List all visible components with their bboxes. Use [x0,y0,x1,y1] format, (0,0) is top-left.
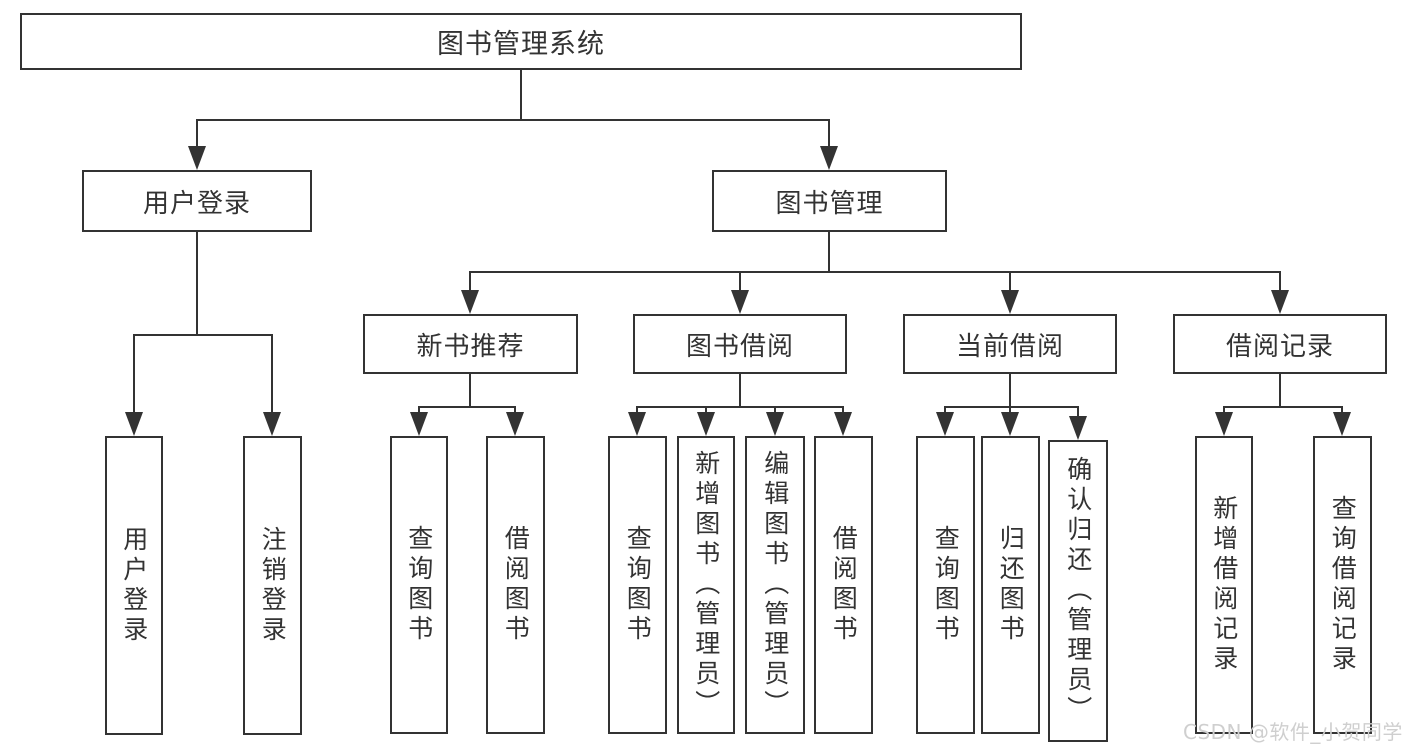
leaf-borrow-books: 借阅图书 [486,436,545,734]
connector-line [1279,271,1281,292]
node-current-borrowing: 当前借阅 [903,314,1117,374]
leaf-add-borrow-record: 新增借阅记录 [1195,436,1253,734]
arrow-down-icon [1069,416,1087,440]
connector-line [520,70,522,121]
arrow-down-icon [125,412,143,436]
connector-line [705,406,707,414]
connector-line [1341,406,1343,414]
leaf-edit-books-admin: 编辑图书（管理员） [745,436,805,734]
node-label: 用户登录 [142,188,251,219]
node-book-management: 图书管理 [712,170,947,232]
leaf-add-books-admin: 新增图书（管理员） [677,436,735,734]
connector-line [133,334,135,414]
connector-line [418,406,420,414]
node-label: 图书借阅 [685,331,794,362]
leaf-borrow-books: 借阅图书 [814,436,873,734]
connector-line [739,271,741,292]
connector-line [1223,406,1225,414]
arrow-down-icon [461,290,479,314]
leaf-query-books: 查询图书 [608,436,667,734]
arrow-down-icon [1215,412,1233,436]
arrow-down-icon [410,412,428,436]
connector-line [418,406,516,408]
leaf-query-books: 查询图书 [916,436,975,734]
connector-line [739,374,741,408]
leaf-query-borrow-record: 查询借阅记录 [1313,436,1372,734]
node-label: 新书推荐 [416,331,525,362]
node-new-book-recommendation: 新书推荐 [363,314,578,374]
connector-line [1223,406,1343,408]
arrow-down-icon [506,412,524,436]
node-library-management-system: 图书管理系统 [20,13,1022,70]
node-book-borrowing: 图书借阅 [633,314,847,374]
connector-line [469,374,471,408]
arrow-down-icon [188,146,206,170]
connector-line [828,119,830,148]
leaf-query-books: 查询图书 [390,436,448,734]
arrow-down-icon [1333,412,1351,436]
arrow-down-icon [936,412,954,436]
arrow-down-icon [731,290,749,314]
arrow-down-icon [1001,290,1019,314]
node-label: 图书管理 [775,188,884,219]
connector-line [1009,374,1011,408]
connector-line [196,232,198,336]
arrow-down-icon [1271,290,1289,314]
csdn-watermark: CSDN @软件_小贺同学 [1183,720,1403,744]
connector-line [1009,271,1011,292]
connector-line [944,406,946,414]
node-label: 借阅记录 [1225,331,1334,362]
connector-line [842,406,844,414]
leaf-user-login: 用户登录 [105,436,163,735]
arrow-down-icon [820,146,838,170]
connector-line [828,232,830,273]
connector-line [1009,406,1011,414]
connector-line [469,271,471,292]
node-user-login: 用户登录 [82,170,312,232]
connector-line [774,406,776,414]
connector-line [1077,406,1079,418]
connector-line [133,334,273,336]
connector-line [514,406,516,414]
arrow-down-icon [834,412,852,436]
connector-line [1279,374,1281,408]
arrow-down-icon [263,412,281,436]
connector-line [196,119,830,121]
leaf-return-books: 归还图书 [981,436,1040,734]
node-borrowing-records: 借阅记录 [1173,314,1387,374]
node-label: 图书管理系统 [437,29,605,60]
connector-line [636,406,844,408]
connector-line [944,406,1079,408]
arrow-down-icon [697,412,715,436]
connector-line [271,334,273,414]
arrow-down-icon [628,412,646,436]
node-label: 当前借阅 [955,331,1064,362]
connector-line [196,119,198,148]
arrow-down-icon [1001,412,1019,436]
connector-line [636,406,638,414]
leaf-confirm-return-admin: 确认归还（管理员） [1048,440,1108,742]
connector-line [470,271,1281,273]
arrow-down-icon [766,412,784,436]
leaf-logout: 注销登录 [243,436,302,735]
